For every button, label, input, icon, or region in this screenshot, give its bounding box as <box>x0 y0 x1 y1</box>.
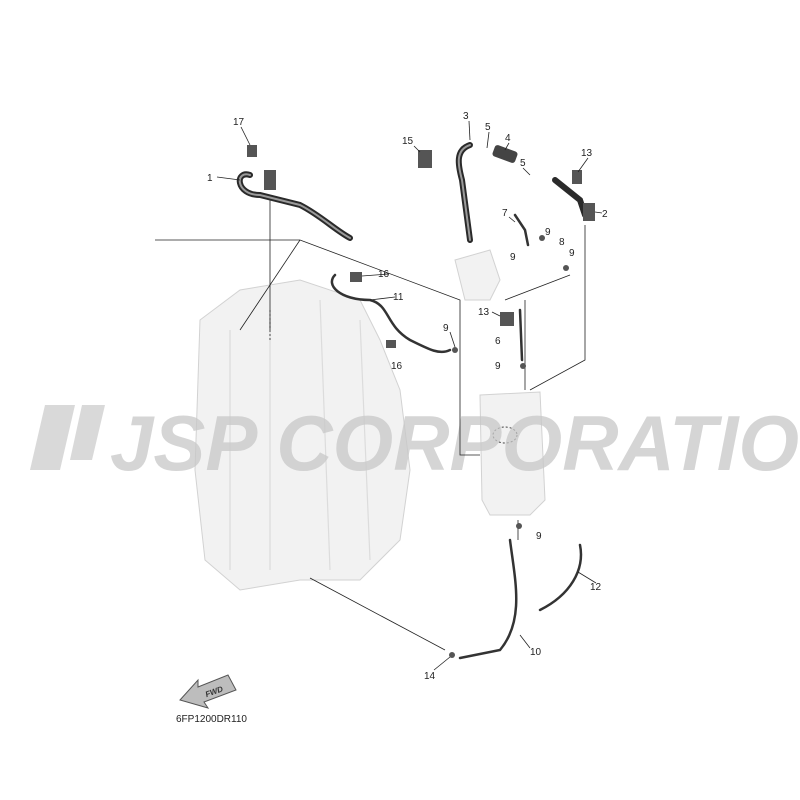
connection-lines <box>155 195 586 651</box>
callout[interactable]: 10 <box>530 647 542 658</box>
callout[interactable]: 2 <box>602 209 608 220</box>
callout-leaders <box>216 120 603 671</box>
fwd-arrow-icon: FWD <box>179 674 237 709</box>
callout[interactable]: 14 <box>424 671 436 682</box>
svg-text:JSP CORPORATION: JSP CORPORATION <box>110 399 800 487</box>
callout[interactable]: 15 <box>402 136 414 147</box>
callout[interactable]: 1 <box>207 173 213 184</box>
callout[interactable]: 5 <box>520 158 526 169</box>
callout[interactable]: 7 <box>502 208 508 219</box>
callout[interactable]: 6 <box>495 336 501 347</box>
callout[interactable]: 17 <box>233 117 245 128</box>
callout[interactable]: 16 <box>378 269 390 280</box>
callout[interactable]: 9 <box>536 531 542 542</box>
callout[interactable]: 13 <box>478 307 490 318</box>
callout[interactable]: 5 <box>485 122 491 133</box>
callout[interactable]: 4 <box>505 133 511 144</box>
callout[interactable]: 9 <box>495 361 501 372</box>
callouts: 17 1 3 5 4 5 15 13 2 7 9 8 9 9 16 11 13 … <box>207 111 608 682</box>
callout[interactable]: 8 <box>559 237 565 248</box>
hoses <box>236 142 588 660</box>
callout[interactable]: 3 <box>463 111 469 122</box>
clamps <box>247 145 595 658</box>
vapor-separator <box>454 249 546 516</box>
drawing-code: 6FP1200DR110 <box>176 714 247 725</box>
watermark: JSP CORPORATION <box>30 399 800 487</box>
callout[interactable]: 9 <box>569 248 575 259</box>
callout[interactable]: 9 <box>545 227 551 238</box>
callout[interactable]: 9 <box>510 252 516 263</box>
engine-block <box>194 279 411 591</box>
callout[interactable]: 9 <box>443 323 449 334</box>
callout[interactable]: 13 <box>581 148 593 159</box>
callout[interactable]: 12 <box>590 582 602 593</box>
callout[interactable]: 16 <box>391 361 403 372</box>
callout[interactable]: 11 <box>393 292 404 303</box>
